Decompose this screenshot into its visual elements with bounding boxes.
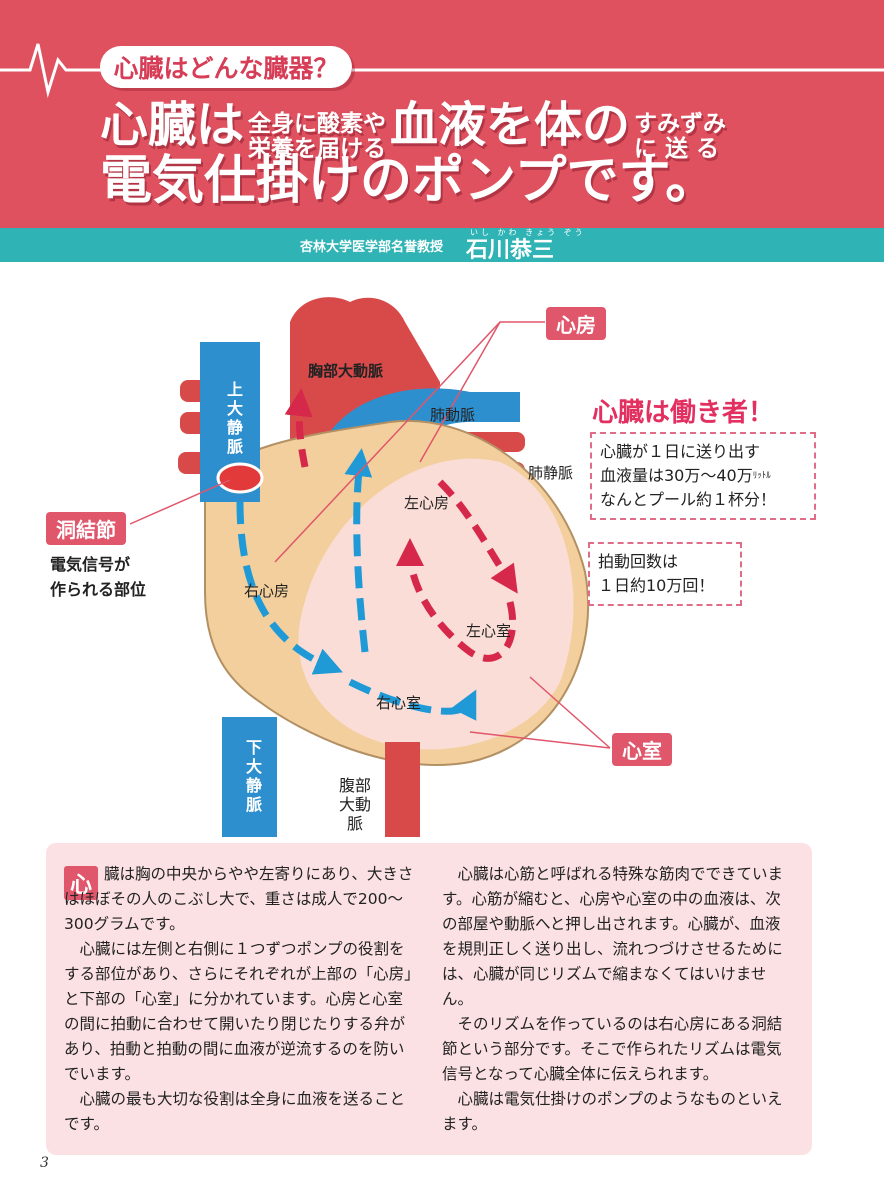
- label-abdominal-aorta: 腹部大動脈: [338, 776, 371, 833]
- red-flow-arrow-2: [437, 479, 518, 594]
- title-part-b: 全身に酸素や栄養を届ける: [248, 110, 387, 162]
- leader-ventricle: [529, 676, 611, 749]
- title-d2: に 送 る: [634, 135, 720, 162]
- blue-flow-arrow-3: [344, 448, 373, 653]
- label-pulmonary-artery: 肺動脈: [430, 406, 476, 424]
- fact-box-beats: 拍動回数は １日約10万回！: [588, 542, 742, 606]
- worker-heading: 心臓は働き者！: [592, 398, 775, 428]
- leader-atrium-2: [274, 321, 501, 563]
- article-column-right: 心臓は心筋と呼ばれる特殊な筋肉でできています。心筋が縮むと、心房や心室の中の血液…: [442, 862, 794, 1137]
- label-right-atrium: 右心房: [244, 582, 290, 600]
- fact-volume-unit: ﾘｯﾄﾙ: [752, 471, 771, 481]
- title-b2: 栄養を届ける: [248, 135, 387, 162]
- fact-beats-line1: 拍動回数は: [598, 552, 679, 571]
- label-pulmonary-vein: 肺静脈: [528, 464, 574, 482]
- blue-flow-arrow-1: [236, 501, 343, 675]
- leader-ventricle-2: [469, 731, 611, 749]
- heart-diagram: [129, 297, 611, 837]
- fact-volume-line2: 血液量は30万〜40万ﾘｯﾄﾙ: [600, 464, 806, 488]
- sa-node-desc-2: 作られる部位: [50, 580, 147, 599]
- drop-cap: 心: [64, 866, 98, 900]
- inferior-vena-cava: [222, 717, 277, 837]
- author-affiliation: 杏林大学医学部名誉教授: [300, 240, 444, 255]
- right-para-1: 心臓は心筋と呼ばれる特殊な筋肉でできています。心筋が縮むと、心房や心室の中の血液…: [442, 865, 784, 1008]
- header-banner: [0, 0, 884, 228]
- title-b1: 全身に酸素や: [248, 110, 387, 137]
- page-title-line2: 電気仕掛けのポンプです。: [100, 151, 718, 211]
- fact-beats-line2: １日約10万回！: [598, 576, 715, 595]
- author-name: 石川恭三: [466, 238, 555, 263]
- right-para-2: そのリズムを作っているのは右心房にある洞結節という部分です。そこで作られたリズム…: [442, 1015, 783, 1083]
- label-left-ventricle: 左心室: [466, 622, 512, 640]
- fact-volume-value: 血液量は30万〜40万: [600, 466, 753, 485]
- heartbeat-line-icon: [0, 43, 884, 98]
- article-body-panel: [46, 843, 812, 1155]
- blue-flow-arrow-2: [348, 678, 477, 721]
- title-part-c: 血液を体の: [390, 97, 631, 153]
- article-column-left: 臓は胸の中央からやや左寄りにあり、大きさはほぼその人のこぶし大で、重さは成人で2…: [64, 862, 416, 1137]
- title-part-a: 心臓は: [100, 97, 245, 153]
- label-superior-vena-cava: 上大静脈: [226, 380, 243, 456]
- fact-volume-line3: なんとプール約１杯分！: [600, 490, 777, 509]
- label-right-ventricle: 右心室: [376, 694, 422, 712]
- category-pill: 心臓はどんな臓器？: [100, 46, 352, 88]
- tag-ventricle: 心室: [612, 733, 672, 766]
- leader-sa-node: [129, 479, 231, 525]
- left-para-2: 心臓には左側と右側に１つずつポンプの役割をする部位があり、さらにそれぞれが上部の…: [64, 940, 412, 1083]
- left-para-1: 臓は胸の中央からやや左寄りにあり、大きさはほぼその人のこぶし大で、重さは成人で2…: [64, 865, 414, 933]
- abdominal-aorta: [385, 742, 420, 837]
- fact-volume-line1: 心臓が１日に送り出す: [600, 442, 761, 461]
- author-name-ruby: いし かわ きょう ぞう: [470, 228, 586, 237]
- page-number: 3: [40, 1155, 49, 1171]
- label-left-atrium: 左心房: [404, 494, 450, 512]
- heart-pink-tissue: [298, 458, 574, 750]
- label-inferior-vena-cava: 下大静脈: [245, 738, 262, 814]
- sa-node-desc-1: 電気信号が: [50, 555, 131, 574]
- label-thoracic-aorta: 胸部大動脈: [308, 362, 384, 380]
- right-para-3: 心臓は電気仕掛けのポンプのようなものといえます。: [442, 1090, 783, 1133]
- tag-atrium: 心房: [546, 307, 606, 340]
- tag-sa-node: 洞結節: [46, 512, 126, 545]
- page-title-line1: 心臓は全身に酸素や栄養を届ける血液を体のすみずみに 送 る: [100, 96, 730, 162]
- title-part-d: すみずみに 送 る: [634, 110, 727, 162]
- author-band: [0, 228, 884, 262]
- title-d1: すみずみ: [634, 110, 727, 137]
- fact-box-volume: 心臓が１日に送り出す 血液量は30万〜40万ﾘｯﾄﾙ なんとプール約１杯分！: [590, 432, 816, 520]
- red-flow-arrow-3: [396, 538, 517, 662]
- red-flow-arrow-1: [284, 388, 313, 468]
- sa-node-marker: [216, 462, 264, 494]
- left-para-3: 心臓の最も大切な役割は全身に血液を送ることです。: [64, 1090, 406, 1133]
